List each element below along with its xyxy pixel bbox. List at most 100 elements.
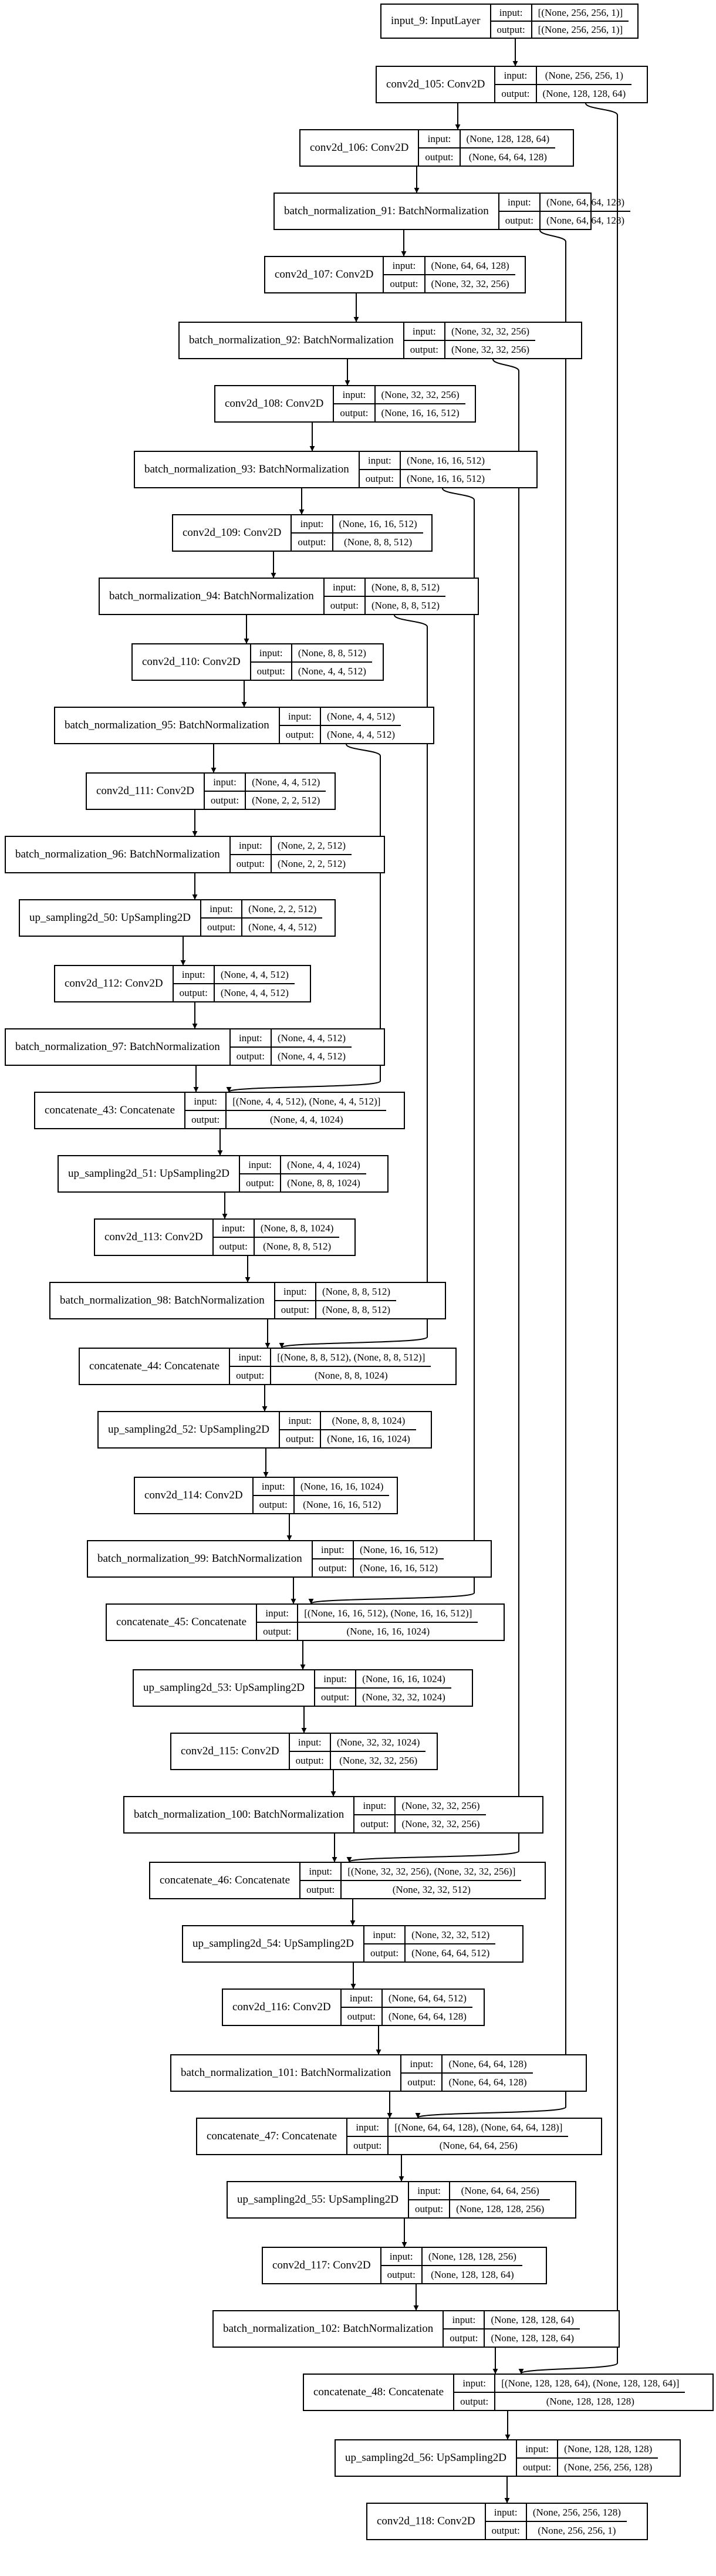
shape-values: (None, 128, 128, 64)(None, 64, 64, 128) (460, 130, 556, 166)
io-labels: input:output: (289, 1734, 331, 1769)
output-shape: (None, 256, 256, 128) (564, 2461, 653, 2473)
output-label: output: (236, 1369, 265, 1381)
input-shape: (None, 64, 64, 256) (450, 2182, 550, 2200)
layer-name: input_9: InputLayer (381, 5, 491, 38)
output-shape: (None, 16, 16, 512) (381, 407, 460, 418)
output-label: output: (256, 665, 285, 677)
output-shape: (None, 128, 128, 64) (542, 87, 626, 99)
shape-values: (None, 64, 64, 512)(None, 64, 64, 128) (382, 1990, 472, 2025)
input-shape: (None, 32, 32, 256) (445, 323, 536, 341)
input-shape: (None, 32, 32, 256) (375, 386, 465, 404)
output-shape: (None, 64, 64, 128) (546, 214, 625, 226)
skip-connection-edge (415, 229, 566, 2118)
input-label: input: (253, 1478, 293, 1496)
output-shape: (None, 4, 4, 512) (248, 921, 317, 933)
input-shape: (None, 4, 4, 512) (214, 966, 295, 984)
layer-name: conv2d_114: Conv2D (135, 1478, 254, 1513)
output-shape: (None, 32, 32, 256) (431, 278, 509, 289)
input-label: input: (341, 1990, 381, 2008)
io-labels: input:output: (230, 1029, 272, 1065)
shape-values: (None, 32, 32, 1024)(None, 32, 32, 256) (330, 1734, 426, 1769)
input-label: input: (419, 130, 460, 148)
layer-name: conv2d_107: Conv2D (265, 257, 384, 292)
io-labels: input:output: (253, 1478, 295, 1513)
input-shape: [(None, 64, 64, 128), (None, 64, 64, 128… (389, 2119, 569, 2137)
input-label: input: (444, 2311, 484, 2329)
io-labels: input:output: (230, 1349, 272, 1384)
layer-name: batch_normalization_94: BatchNormalizati… (100, 579, 325, 614)
input-shape: (None, 64, 64, 128) (443, 2055, 533, 2074)
shape-values: (None, 32, 32, 256)(None, 32, 32, 256) (396, 1797, 486, 1832)
layer-name: up_sampling2d_56: UpSampling2D (336, 2440, 517, 2476)
shape-values: (None, 4, 4, 512)(None, 4, 4, 512) (320, 708, 401, 743)
layer-name: batch_normalization_92: BatchNormalizati… (180, 323, 404, 358)
output-label: output: (210, 794, 239, 806)
shape-values: (None, 16, 16, 512)(None, 16, 16, 512) (353, 1541, 444, 1576)
input-shape: (None, 256, 256, 128) (526, 2504, 627, 2522)
shape-values: (None, 256, 256, 128) (None, 256, 256, 1) (526, 2504, 627, 2539)
layer-name: conv2d_112: Conv2D (55, 966, 174, 1001)
output-shape: (None, 256, 256, 1) (538, 2524, 616, 2536)
layer-node: batch_normalization_100: BatchNormalizat… (123, 1796, 543, 1834)
output-shape: (None, 4, 4, 512) (220, 987, 289, 998)
input-label: input: (292, 515, 332, 534)
output-shape: (None, 16, 16, 1024) (346, 1625, 430, 1637)
output-label: output: (505, 214, 533, 226)
output-label: output: (179, 987, 208, 998)
output-label: output: (191, 1113, 220, 1125)
input-shape: [(None, 128, 128, 64), (None, 128, 128, … (495, 2375, 685, 2393)
output-shape: (None, 64, 64, 128) (388, 2010, 467, 2022)
io-labels: input:output: (491, 5, 532, 38)
skip-connection-edge (279, 615, 428, 1348)
io-labels: input:output: (213, 1220, 255, 1255)
shape-values: (None, 128, 128, 256)(None, 128, 128, 64… (422, 2248, 522, 2283)
output-label: output: (353, 2139, 382, 2151)
shape-values: (None, 64, 64, 128)(None, 64, 64, 128) (443, 2055, 533, 2091)
output-label: output: (295, 1754, 324, 1766)
shape-values: (None, 16, 16, 512)(None, 16, 16, 512) (400, 452, 491, 487)
input-label: input: (408, 2182, 450, 2200)
output-shape: (None, 4, 4, 512) (277, 1050, 346, 1062)
layer-name: conv2d_113: Conv2D (95, 1220, 214, 1255)
io-labels: input:output: (324, 579, 366, 614)
layer-name: conv2d_117: Conv2D (263, 2248, 381, 2283)
output-shape: (None, 32, 32, 256) (339, 1754, 418, 1766)
output-label: output: (387, 2268, 416, 2280)
output-label: output: (285, 728, 314, 740)
layer-name: conv2d_115: Conv2D (171, 1734, 290, 1769)
layer-node: batch_normalization_94: BatchNormalizati… (99, 578, 479, 615)
layer-node: batch_normalization_95: BatchNormalizati… (54, 707, 434, 744)
layer-node: batch_normalization_96: BatchNormalizati… (5, 836, 385, 873)
input-shape: (None, 2, 2, 512) (271, 837, 352, 855)
skip-connection-edge (226, 744, 381, 1092)
layer-name: concatenate_48: Concatenate (304, 2375, 455, 2410)
input-label: input: (275, 1283, 315, 1301)
output-shape: (None, 32, 32, 256) (451, 343, 530, 355)
input-shape: (None, 4, 4, 512) (320, 708, 401, 726)
layer-name: conv2d_110: Conv2D (133, 644, 251, 680)
skip-connection-edge (308, 488, 475, 1604)
io-labels: input:output: (454, 2375, 496, 2410)
output-label: output: (365, 472, 394, 484)
shape-values: (None, 128, 128, 64)(None, 128, 128, 64) (485, 2311, 580, 2347)
input-label: input: (239, 1156, 281, 1174)
output-label: output: (407, 2076, 436, 2088)
layer-name: up_sampling2d_55: UpSampling2D (228, 2182, 409, 2217)
input-label: input: (201, 900, 242, 919)
shape-values: (None, 2, 2, 512)(None, 4, 4, 512) (242, 900, 323, 936)
io-labels: input: output: (201, 900, 243, 936)
output-label: output: (306, 1883, 335, 1895)
input-label: input: (173, 966, 214, 984)
output-label: output: (207, 921, 236, 933)
layer-name: concatenate_45: Concatenate (107, 1605, 258, 1640)
shape-values: (None, 32, 32, 256) (None, 16, 16, 512) (375, 386, 465, 421)
shape-values: (None, 8, 8, 512)(None, 8, 8, 512) (365, 579, 446, 614)
